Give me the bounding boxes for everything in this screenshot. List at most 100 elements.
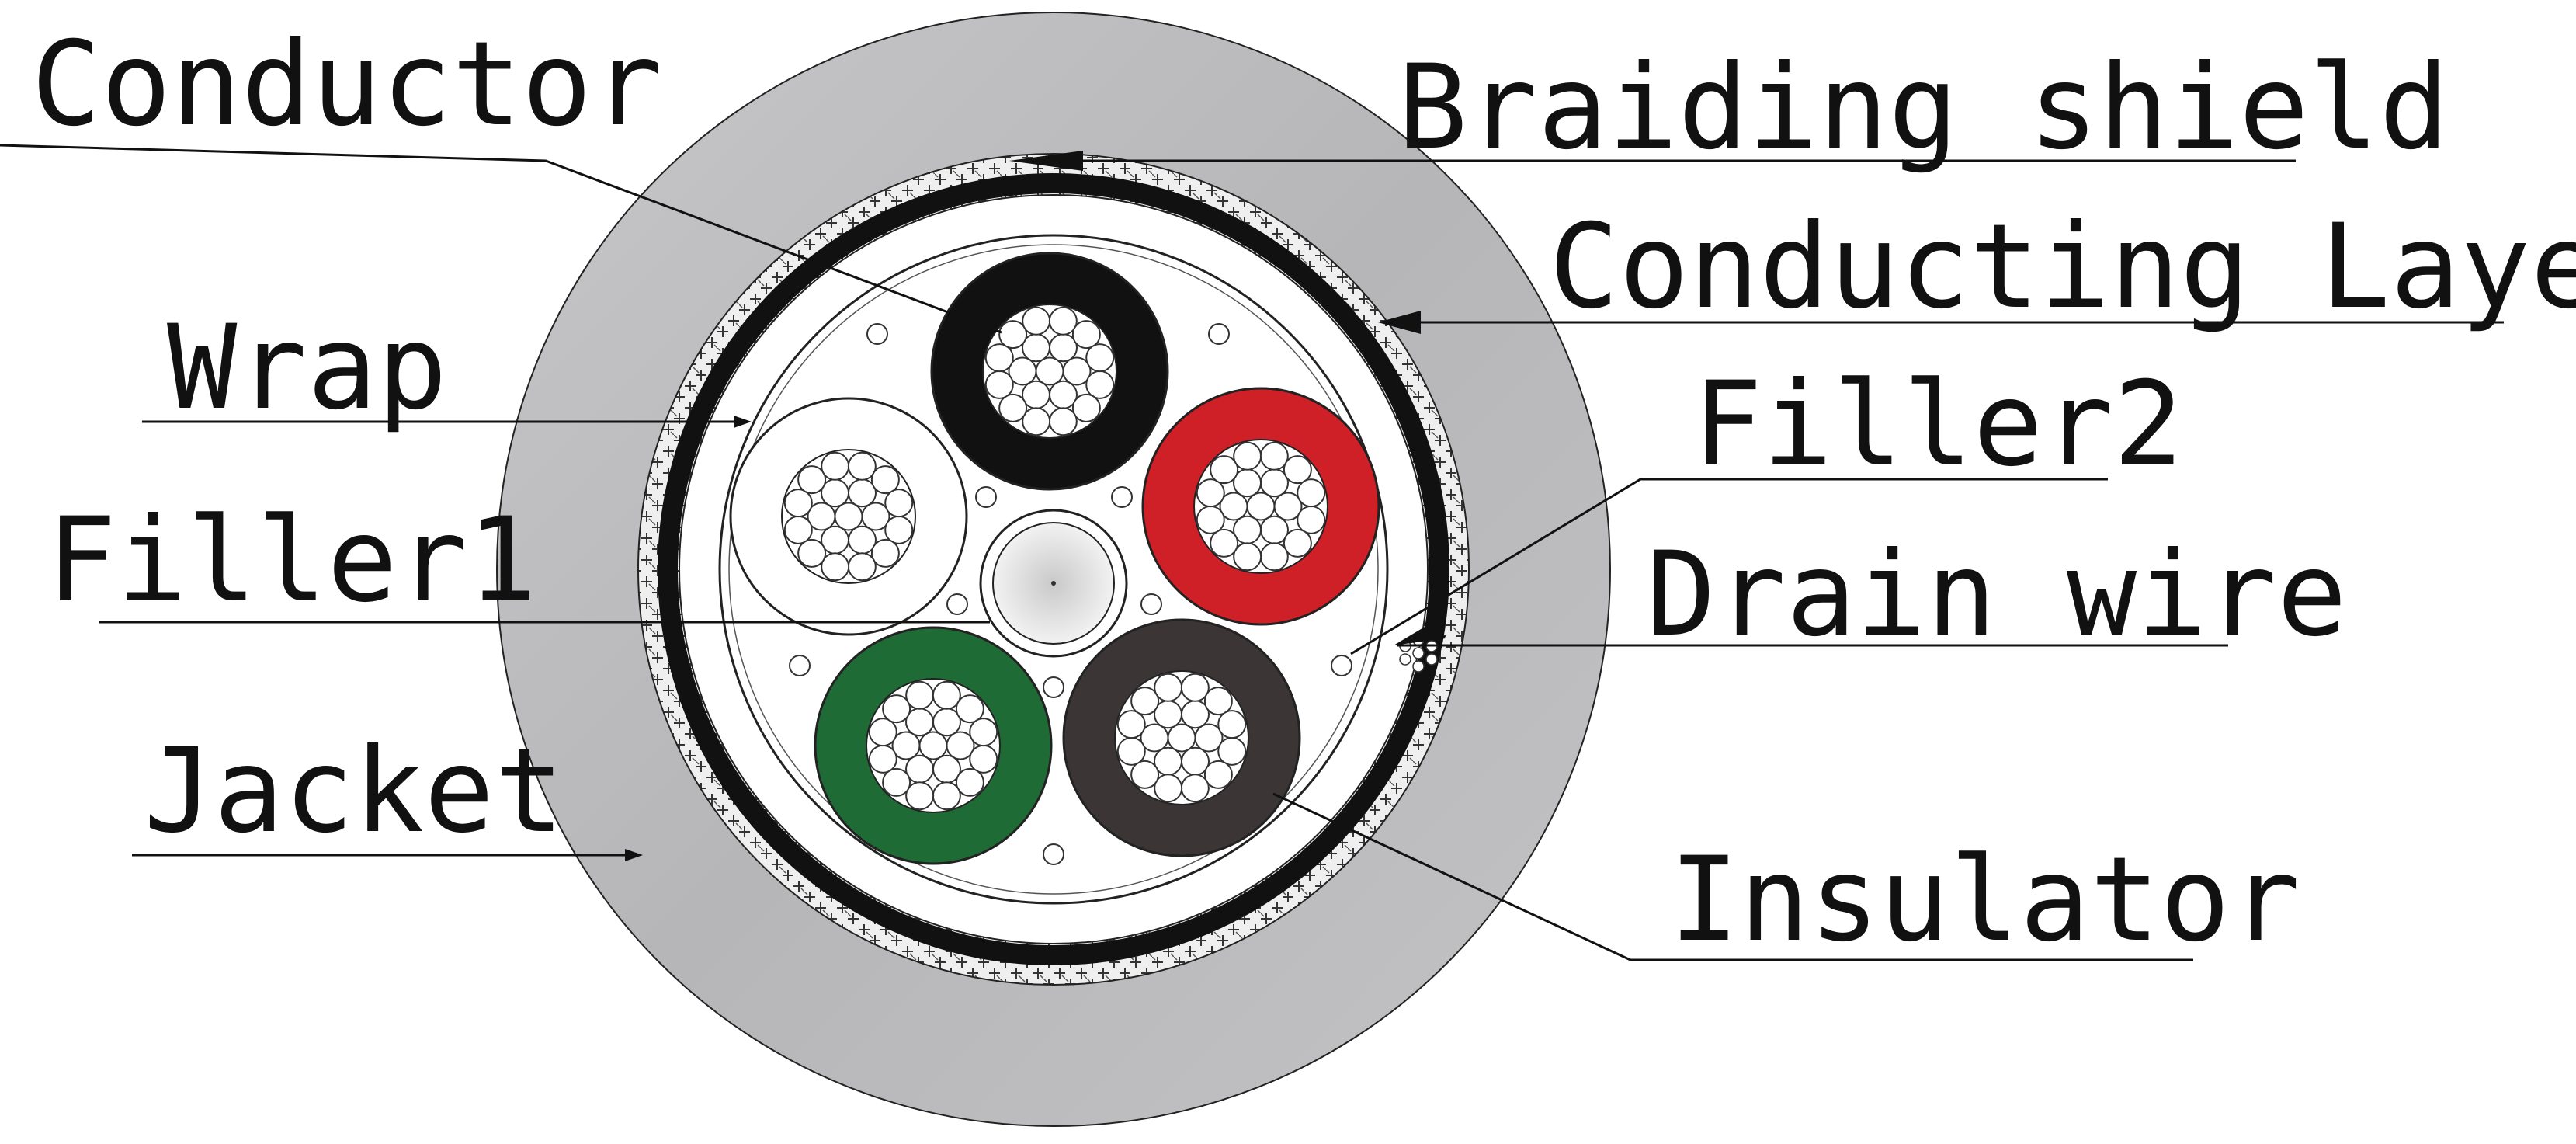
green-core-strand: [946, 731, 975, 760]
red-core-strand: [1233, 441, 1262, 471]
arrow-jacket: [625, 849, 643, 861]
label-drain-wire: Drain wire: [1646, 527, 2347, 662]
black-core: [930, 252, 1169, 491]
black-core-strand: [998, 393, 1028, 422]
dark-brown-core-strand: [1130, 760, 1160, 789]
green-core-strand: [932, 781, 961, 811]
label-filler2: Filler2: [1692, 357, 2183, 492]
green-core-strand: [932, 680, 961, 710]
black-core-strand: [1008, 356, 1037, 386]
red-core-strand: [1259, 542, 1289, 572]
black-core-strand: [1048, 407, 1078, 436]
label-braiding-shield: Braiding shield: [1397, 40, 2449, 176]
dark-brown-core-strand: [1217, 710, 1247, 739]
green-core-strand: [905, 680, 935, 710]
white-core-strand: [884, 489, 914, 518]
white-core-strand: [783, 515, 813, 544]
green-core: [814, 626, 1053, 865]
white-core-strand: [861, 502, 890, 531]
drain-wire-strand: [1412, 647, 1425, 659]
label-conductor: Conductor: [31, 17, 662, 152]
arrow-drain-wire: [1394, 619, 1446, 645]
label-conducting-layer: Conducting Layer: [1549, 200, 2576, 335]
filler2-circle: [1331, 655, 1352, 676]
dark-brown-core-strand: [1130, 687, 1160, 716]
label-insulator: Insulator: [1669, 833, 2300, 968]
filler2-group: [789, 323, 1352, 865]
white-core-strand: [870, 538, 900, 568]
dark-brown-core-strand: [1194, 723, 1224, 753]
red-core-strand: [1219, 492, 1248, 521]
filler2-circle: [789, 655, 811, 676]
filler2-circle: [1043, 843, 1064, 865]
filler2-circle: [975, 486, 997, 508]
black-core-strand: [1035, 356, 1064, 386]
green-core-strand: [868, 744, 897, 774]
white-core-strand: [783, 489, 813, 518]
filler2-circle: [1111, 486, 1133, 508]
red-core-strand: [1196, 505, 1225, 534]
drain-wire-strand: [1412, 660, 1425, 673]
red-core-strand: [1233, 542, 1262, 572]
red-core-strand: [1297, 478, 1326, 508]
red-core-strand: [1283, 455, 1312, 485]
white-core-strand: [821, 552, 850, 582]
red-core-strand: [1210, 528, 1239, 558]
black-core-strand: [1071, 320, 1101, 349]
red-core-strand: [1196, 478, 1225, 508]
filler2-circle: [866, 323, 888, 345]
black-core-strand: [1022, 306, 1051, 336]
wrap-ring: [718, 234, 1389, 905]
labels: Conductor Braiding shield Conducting Lay…: [31, 17, 2576, 968]
black-core-strand: [1071, 393, 1101, 422]
drain-wire-strand: [1425, 653, 1438, 666]
red-core-strand: [1259, 441, 1289, 471]
black-core-strand: [998, 320, 1028, 349]
conducting-layer-ring: [658, 173, 1449, 965]
white-core-strand: [847, 451, 877, 481]
dark-brown-core: [1062, 618, 1301, 857]
white-core-strand: [797, 538, 827, 568]
red-core-strand: [1283, 528, 1312, 558]
white-core-strand: [797, 465, 827, 495]
filler2-circle: [1043, 676, 1064, 698]
green-core-strand: [868, 718, 897, 747]
green-core-strand: [918, 731, 948, 760]
cores-group: [729, 252, 1380, 865]
white-core-strand: [834, 502, 863, 531]
green-core-strand: [955, 767, 984, 797]
label-wrap: Wrap: [167, 301, 447, 436]
red-core: [1141, 387, 1380, 626]
black-core-strand: [1062, 356, 1092, 386]
black-core-strand: [1048, 306, 1078, 336]
filler2-circle: [1208, 323, 1230, 345]
green-core-strand: [955, 694, 984, 724]
green-core-strand: [905, 781, 935, 811]
dark-brown-core-strand: [1140, 723, 1169, 753]
filler2-circle: [1140, 593, 1162, 615]
filler1-center-dot: [1051, 581, 1056, 586]
leader-filler2: [1350, 478, 2108, 655]
leader-conductor: [0, 144, 1002, 334]
white-core-strand: [847, 552, 877, 582]
dark-brown-core-strand: [1116, 736, 1146, 766]
black-core-strand: [1022, 407, 1051, 436]
white-core-strand: [807, 502, 836, 531]
dark-brown-core-strand: [1116, 710, 1146, 739]
green-core-strand: [882, 767, 911, 797]
white-core-strand: [821, 451, 850, 481]
label-filler1: Filler1: [47, 493, 537, 628]
leader-insulator: [1272, 792, 2193, 961]
dark-brown-core-strand: [1167, 723, 1196, 753]
green-core-strand: [882, 694, 911, 724]
white-core-strand: [870, 465, 900, 495]
green-core-strand: [891, 731, 921, 760]
arrow-conducting-layer: [1378, 311, 1421, 334]
red-core-strand: [1273, 492, 1303, 521]
red-core-strand: [1246, 492, 1276, 521]
black-core-strand: [984, 343, 1014, 373]
dark-brown-core-strand: [1180, 774, 1210, 803]
arrow-braiding-shield: [1009, 151, 1083, 171]
drain-wire-strand: [1399, 653, 1411, 666]
